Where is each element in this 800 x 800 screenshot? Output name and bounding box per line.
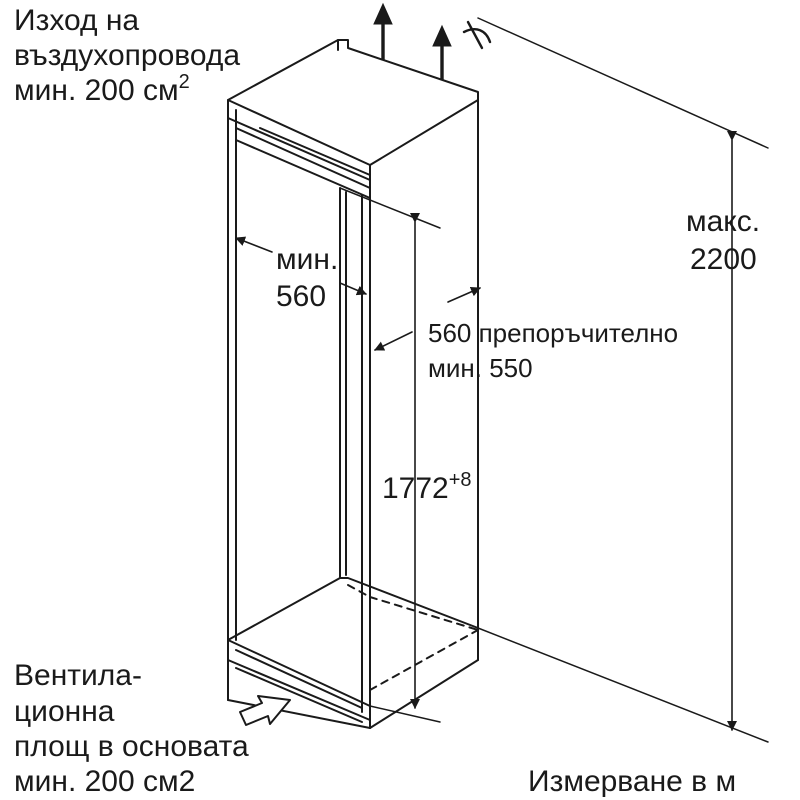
bottom-vent-label-line2: ционна (14, 695, 115, 728)
max-height-label: макс. (686, 205, 761, 238)
niche-height-value: 1772 (382, 472, 449, 505)
arrow-right-outline-icon (239, 695, 291, 726)
base-lower-2 (235, 667, 363, 723)
top-vent-unit-sup: 2 (178, 71, 190, 93)
frame-top-rail-3 (235, 127, 371, 189)
dim-width-left-arrow (235, 236, 273, 253)
bottom-vent-label-line1: Вентила- (14, 659, 142, 692)
top-vent-label-line3: мин. 200 см2 (14, 72, 190, 107)
base-bottom (227, 699, 371, 729)
frame-top-rail-4 (259, 127, 371, 176)
ext-bottom-right (477, 627, 769, 743)
bottom-vent-label-line3: площ в основата (14, 730, 249, 763)
top-vent-label-line2: въздухопровода (14, 39, 241, 72)
base-right (369, 659, 479, 729)
dim-depth-arrow-1 (447, 287, 481, 303)
ext-inner-bottom (369, 705, 441, 723)
base-hidden-3 (347, 584, 371, 598)
depth-min-label: мин. 550 (428, 353, 533, 383)
base-lower-1 (227, 659, 371, 721)
base-front (227, 639, 371, 707)
cabinet-top-face (227, 39, 479, 166)
base-front-2 (235, 649, 363, 709)
depth-recommended-label: 560 препоръчително (428, 318, 679, 348)
ext-inner-top (339, 187, 441, 229)
ext-top-right (477, 17, 769, 149)
top-vent-value: мин. 200 см (14, 74, 179, 107)
dim-depth-arrow-2 (374, 331, 413, 351)
niche-height-label: 1772+8 (382, 470, 472, 505)
niche-height-tolerance: +8 (448, 469, 472, 491)
dim-width-right-arrow (339, 282, 367, 296)
base-hidden-1 (369, 596, 479, 631)
base-hidden-2 (369, 629, 479, 691)
frame-top-rail-1 (227, 117, 371, 181)
bottom-vent-label-line4: мин. 200 см2 (14, 765, 196, 798)
max-height-value: 2200 (690, 243, 757, 276)
width-min-label: мин. (276, 243, 339, 276)
units-note: Измерване в м (528, 765, 737, 798)
width-min-value: 560 (276, 280, 327, 313)
frame-top-rail-2 (235, 139, 371, 199)
arrow-up-icon (373, 2, 452, 80)
top-vent-label-line1: Изход на (14, 4, 140, 37)
pivot-icon (462, 20, 492, 50)
